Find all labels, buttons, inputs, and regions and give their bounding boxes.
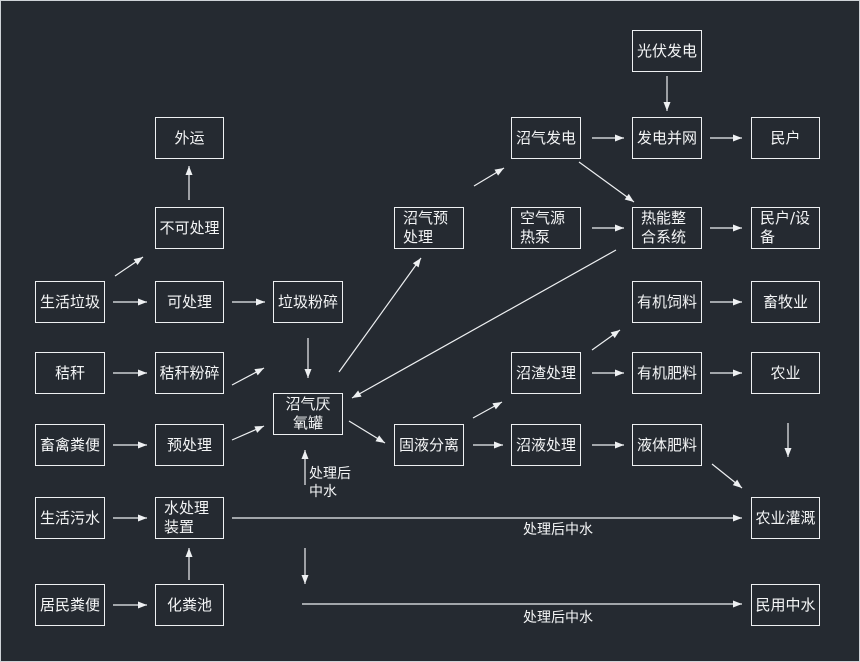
label-reclaimed-to-civil: 处理后中水 (523, 610, 593, 626)
arrow-pv-grid (663, 76, 671, 111)
arrow-agri-irrigation (784, 423, 792, 457)
arrow-processable-crush (232, 298, 265, 306)
node-livestock: 畜牧业 (751, 281, 820, 323)
arrow-heatpump-heatsys (592, 224, 624, 232)
node-separation: 固液分离 (394, 424, 464, 466)
arrow-liquidfert-irrigation (711, 463, 743, 489)
arrow-pretreat-biogaspower (473, 167, 505, 187)
arrow-fert-agri (710, 369, 742, 377)
node-residue: 沼渣处理 (511, 352, 581, 394)
arrow-residue-fert (592, 369, 624, 377)
node-water-treatment: 水处理 装置 (155, 497, 224, 539)
arrow-digester-separation (348, 420, 386, 444)
arrow-liquid-liquidfert (592, 441, 624, 449)
arrow-waste-nonproc (114, 256, 144, 277)
node-domestic-waste: 生活垃圾 (35, 281, 105, 323)
node-grid: 发电并网 (632, 117, 702, 159)
arrow-digester-pretreat (338, 257, 422, 373)
node-organic-feed: 有机饲料 (632, 281, 702, 323)
node-irrigation: 农业灌溉 (751, 497, 820, 539)
arrow-biogaspower-heatsys (578, 161, 635, 203)
arrow-watertreat-irrigation (232, 514, 742, 522)
node-septic: 化粪池 (155, 584, 224, 626)
node-residents: 民户 (751, 117, 820, 159)
arrow-straw-strawcrush (113, 369, 147, 377)
arrow-pretreat-digester (231, 425, 265, 441)
arrow-feces-septic (113, 601, 147, 609)
node-biogas-power: 沼气发电 (511, 117, 581, 159)
arrow-crush-digester (304, 338, 312, 378)
node-manure: 畜禽粪便 (35, 424, 105, 466)
node-organic-fertilizer: 有机肥料 (632, 352, 702, 394)
arrow-reclaimed-down (301, 548, 309, 584)
node-straw-crush: 秸秆粉碎 (155, 352, 224, 394)
arrow-waste-processable (113, 298, 147, 306)
arrow-reclaimed-digester (301, 450, 309, 485)
arrow-sewage-watertreat (113, 514, 147, 522)
node-biogas-pretreat: 沼气预 处理 (394, 207, 464, 249)
arrow-feed-livestock (710, 298, 742, 306)
arrow-septic-watertreat (185, 548, 193, 580)
arrow-heatsys-equipment (710, 224, 742, 232)
node-waste-crush: 垃圾粉碎 (273, 281, 343, 323)
arrow-separation-residue (472, 401, 503, 419)
arrow-grid-residents (710, 134, 742, 142)
node-agriculture: 农业 (751, 352, 820, 394)
arrow-residue-feed (591, 329, 621, 351)
arrow-separation-liquid (473, 441, 503, 449)
node-heat-system: 热能整 合系统 (632, 207, 702, 249)
label-reclaimed-to-irrigation: 处理后中水 (523, 522, 593, 538)
node-straw: 秸秆 (35, 352, 105, 394)
arrow-manure-pretreat (113, 441, 147, 449)
node-liquid-fertilizer: 液体肥料 (632, 424, 702, 466)
node-digester: 沼气厌 氧罐 (273, 393, 343, 435)
arrow-biogaspower-grid (592, 134, 624, 142)
node-pretreat: 预处理 (155, 424, 224, 466)
node-heat-pump: 空气源 热泵 (511, 207, 581, 249)
node-civil-water: 民用中水 (751, 584, 820, 626)
arrow-heatsys-digester (351, 249, 617, 399)
arrow-nonproc-waiyun (185, 166, 193, 200)
arrow-strawcrush-digester (231, 367, 265, 386)
label-reclaimed-to-digester: 处理后 中水 (309, 466, 351, 500)
node-feces: 居民粪便 (35, 584, 105, 626)
node-sewage: 生活污水 (35, 497, 105, 539)
node-pv: 光伏发电 (632, 30, 702, 72)
node-processable: 可处理 (155, 281, 224, 323)
arrow-civil-line (302, 600, 742, 608)
node-non-processable: 不可处理 (155, 207, 224, 249)
node-residents-equipment: 民户/设 备 (751, 207, 820, 249)
node-waiyun: 外运 (155, 117, 224, 159)
node-liquid-treat: 沼液处理 (511, 424, 581, 466)
